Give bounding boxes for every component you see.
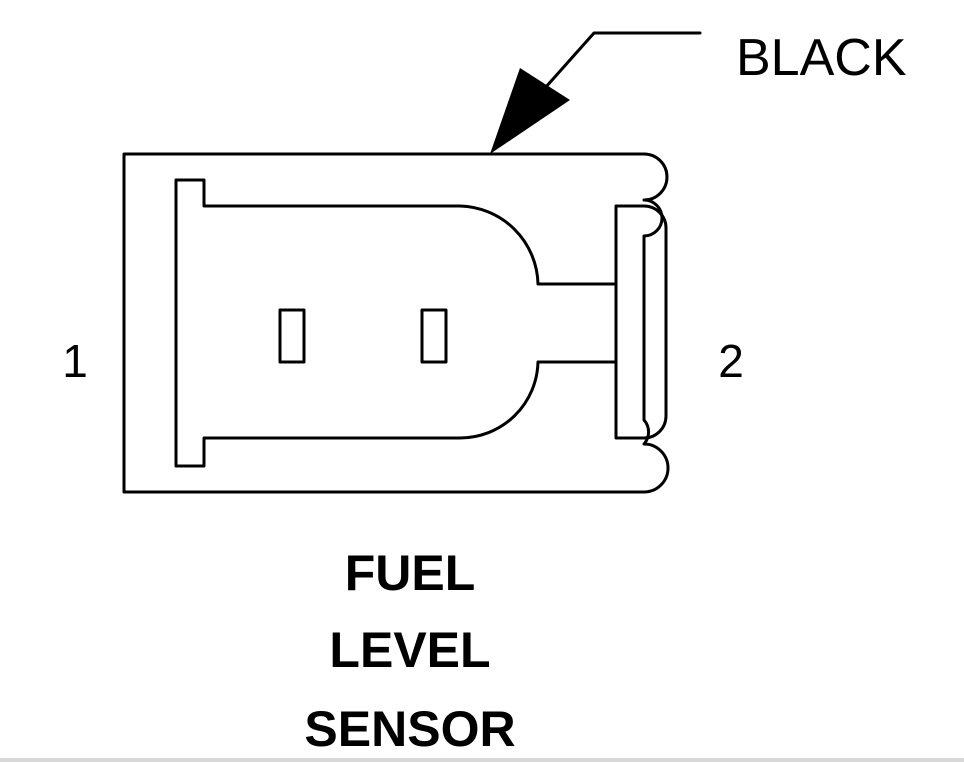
terminal-slot-1 (278, 308, 306, 364)
pin-label-2: 2 (718, 335, 744, 387)
color-leader-arrowhead (490, 68, 570, 154)
color-leader-line (543, 31, 702, 90)
connector-cavity (174, 178, 618, 468)
title-line-3: SENSOR (304, 701, 515, 757)
title-line-2: LEVEL (329, 622, 490, 678)
connector-color-label: BLACK (736, 29, 907, 87)
locking-tab (614, 204, 668, 440)
connector-housing (122, 152, 670, 494)
bottom-border (0, 758, 964, 762)
pin-label-1: 1 (62, 335, 88, 387)
terminal-slot-2 (420, 308, 448, 364)
title-line-1: FUEL (345, 545, 476, 601)
